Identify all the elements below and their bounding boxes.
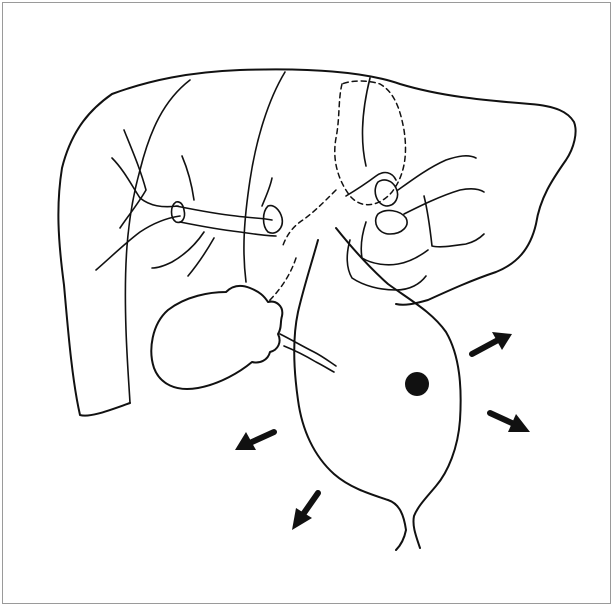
vessel-branch-upper xyxy=(112,158,178,207)
arrow-right xyxy=(490,413,530,432)
arrow-lower-left xyxy=(292,493,318,530)
arrow-left xyxy=(235,432,274,450)
vessel-node-right-upper xyxy=(375,180,397,206)
vessel-branch-down-1 xyxy=(152,232,204,268)
vessel-branch-right-5 xyxy=(361,222,428,265)
arrow-upper-right xyxy=(472,332,512,354)
cyst-right-wall xyxy=(336,228,461,548)
marker-dot xyxy=(405,372,429,396)
segment-line-3 xyxy=(363,78,370,166)
segment-line-2 xyxy=(244,72,285,282)
vessel-branch-fork xyxy=(120,130,146,228)
dashed-duct-line xyxy=(282,190,336,248)
dashed-connector-line xyxy=(268,258,296,302)
vessel-trunk-left-lower xyxy=(180,222,276,236)
vessel-branch-right-3 xyxy=(404,189,484,214)
vessel-branch-right-2 xyxy=(398,156,476,190)
vessel-node-right xyxy=(376,211,407,234)
gallbladder xyxy=(151,286,282,389)
cystic-duct xyxy=(280,334,336,366)
vessel-trunk-left xyxy=(176,206,272,220)
vessel-branch-mid xyxy=(182,156,194,200)
vessel-branch-right-1 xyxy=(346,173,396,196)
segment-line-1 xyxy=(125,80,190,403)
vessel-node-left xyxy=(172,202,185,223)
vessel-branch-right-4 xyxy=(424,196,484,247)
vessel-branch-up-center xyxy=(262,178,272,206)
vessel-branch-lower xyxy=(96,216,180,270)
vessel-branch-down-2 xyxy=(188,238,214,276)
